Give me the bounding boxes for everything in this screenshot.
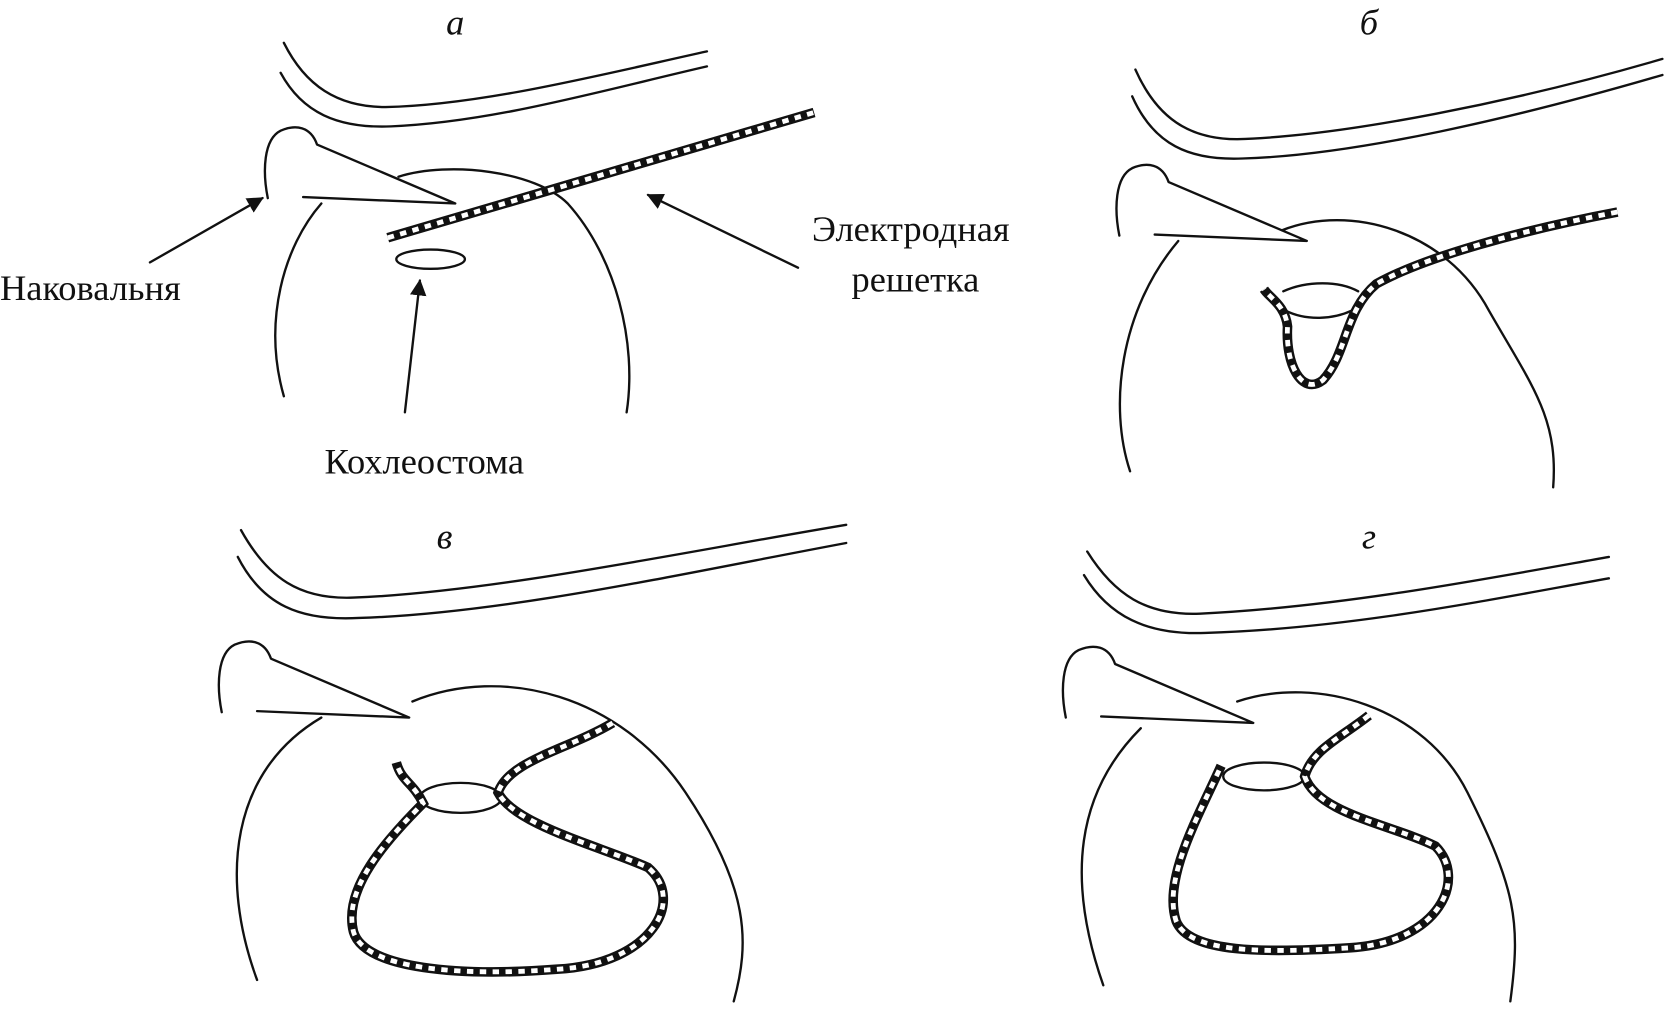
arrow-cochleostomy (403, 278, 427, 414)
ear-canal (279, 41, 709, 128)
panel-letter: г (1362, 516, 1376, 556)
cochleostomy (418, 781, 503, 815)
cochlea-outline (235, 685, 744, 1003)
label-incus: Наковальня (0, 268, 181, 308)
label-electrode-1: Электродная (812, 209, 1010, 249)
panel-letter: б (1360, 2, 1380, 42)
panel-d: г (1061, 516, 1611, 1003)
cochleostomy (1222, 761, 1306, 792)
cochlea-outline (1080, 691, 1517, 1003)
arrow-incus (148, 196, 264, 264)
label-cochleostomy: Кохлеостома (325, 441, 524, 481)
panel-a: а Наковальня Кохлеостома Электродная реш… (0, 2, 1010, 481)
incus (263, 126, 457, 205)
panel-c: в (217, 516, 848, 1003)
label-electrode-2: решетка (852, 259, 980, 299)
cochlea-outline (1118, 219, 1555, 489)
panel-b: б (1115, 2, 1664, 489)
cochlea-outline (274, 168, 631, 414)
panel-letter: в (437, 516, 453, 556)
panel-letter: а (446, 2, 464, 42)
cochleostomy (395, 248, 467, 270)
cochleostomy (1282, 282, 1360, 319)
arrow-electrode (646, 193, 800, 269)
